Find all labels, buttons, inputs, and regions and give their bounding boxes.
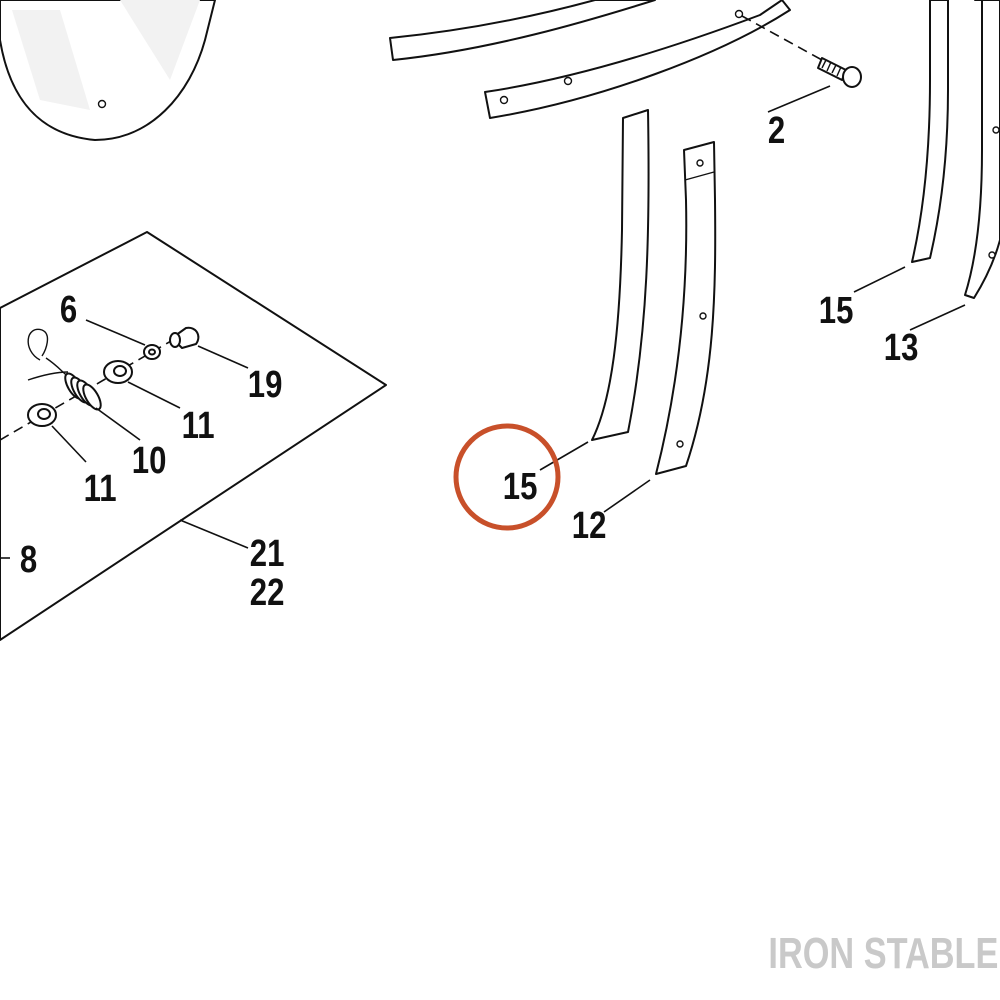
- hardware-subassembly: [0, 231, 387, 641]
- callout-19: 19: [248, 364, 283, 406]
- highlight-ring: [453, 423, 561, 531]
- bolt: [741, 15, 862, 88]
- watermark: IRON STABLE: [768, 929, 998, 978]
- spring: [27, 371, 102, 411]
- callout-6: 6: [60, 289, 77, 331]
- side-trim-strip-right: [911, 0, 949, 263]
- callout-10: 10: [132, 440, 167, 482]
- upper-brace: [389, 0, 656, 61]
- callout-22: 22: [250, 572, 285, 614]
- grommet-lower: [27, 403, 57, 427]
- callout-11-upper: 11: [182, 405, 215, 447]
- side-panel-center: [655, 141, 717, 475]
- callout-15-highlighted: 15: [503, 466, 538, 508]
- trim-strip-center: [591, 109, 650, 441]
- acorn-nut: [169, 326, 200, 349]
- callout-21: 21: [250, 533, 285, 575]
- callout-8: 8: [20, 539, 37, 581]
- side-panel-right: [964, 0, 1000, 299]
- callout-11-lower: 11: [84, 468, 117, 510]
- grommet-upper: [103, 360, 133, 384]
- callout-2: 2: [768, 110, 785, 152]
- callout-12: 12: [572, 505, 607, 547]
- callout-15-right: 15: [819, 290, 854, 332]
- callout-13: 13: [884, 327, 919, 369]
- windshield: [0, 0, 216, 141]
- washer: [143, 344, 161, 360]
- mounting-bracket: [484, 0, 791, 119]
